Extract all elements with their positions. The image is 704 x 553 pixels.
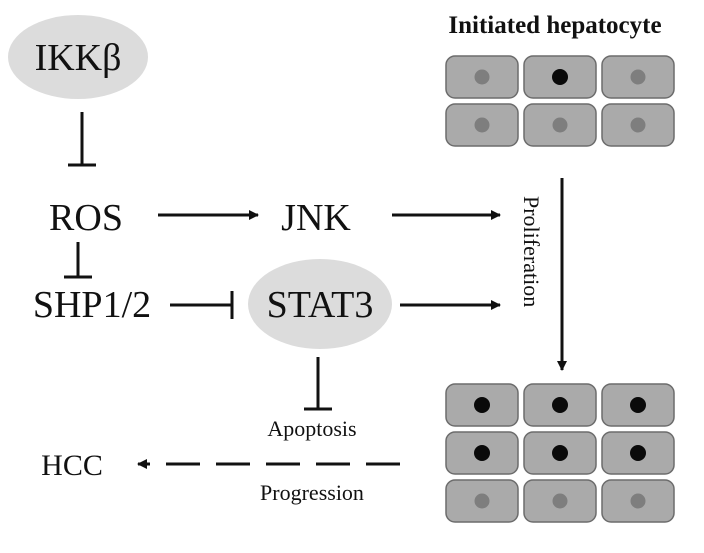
- nucleus-light: [552, 493, 568, 509]
- edge-ros-inhibits-shp: [64, 242, 92, 279]
- node-hcc: HCC: [41, 449, 103, 482]
- proliferated-hepatocyte-cells: [445, 383, 675, 523]
- nucleus-light: [474, 69, 490, 85]
- initiated-hepatocyte-cells: [445, 55, 675, 147]
- nucleus-light: [474, 117, 490, 133]
- node-jnk: JNK: [281, 197, 351, 239]
- nucleus-dark: [630, 445, 646, 461]
- nucleus-light: [474, 493, 490, 509]
- node-ros: ROS: [49, 197, 123, 239]
- node-shp: SHP1/2: [33, 284, 151, 326]
- nucleus-dark: [474, 445, 490, 461]
- label-progression: Progression: [260, 480, 364, 505]
- node-ikkb: IKKβ: [35, 37, 122, 79]
- nucleus-light: [552, 117, 568, 133]
- edge-ikkb-inhibits-ros: [68, 112, 96, 167]
- ikkb-ellipse: [8, 15, 148, 99]
- label-proliferation: Proliferation: [519, 196, 544, 307]
- nucleus-dark: [552, 445, 568, 461]
- nucleus-dark: [474, 397, 490, 413]
- nucleus-light: [630, 117, 646, 133]
- nucleus-light: [630, 493, 646, 509]
- edge-stat3-inhibits-apoptosis: [304, 357, 332, 411]
- nucleus-dark: [630, 397, 646, 413]
- edge-shp-inhibits-stat3: [170, 291, 234, 319]
- nucleus-light: [630, 69, 646, 85]
- nucleus-dark: [552, 397, 568, 413]
- label-apoptosis: Apoptosis: [267, 416, 356, 441]
- nucleus-dark: [552, 69, 568, 85]
- diagram-title: Initiated hepatocyte: [448, 12, 661, 39]
- node-stat3: STAT3: [267, 284, 374, 326]
- stat3-ellipse: [248, 259, 392, 349]
